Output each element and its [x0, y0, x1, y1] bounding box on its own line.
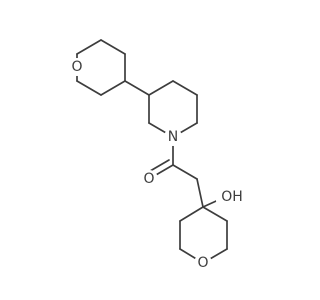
bond-pip-c3-c4 [148, 80, 174, 96]
bottom-ring-oxygen-label: O [197, 255, 208, 271]
top-ring-oxygen-label: O [71, 59, 82, 75]
bond-carbonyl-methylene [172, 164, 198, 180]
bond-pip-c4-c5 [172, 80, 198, 96]
bottom-ring-oxygen-label-bg [194, 254, 212, 272]
bond-bottom-ring-c5-c4 [202, 206, 228, 222]
top-ring-oxygen-label-bg [68, 58, 86, 76]
bond-bottom-ring-c4-c3 [179, 206, 204, 222]
bond-methylene-quaternary-carbon [196, 178, 204, 208]
carbonyl-oxygen-label: O [143, 171, 154, 187]
bond-ring-link [124, 80, 150, 96]
piperidine-nitrogen-label: N [168, 129, 178, 145]
bond-top-ring-c4-c5 [76, 80, 102, 96]
molecule-structure: O N O OH O [68, 39, 248, 272]
carbonyl-oxygen-label-bg [140, 170, 158, 188]
hydroxyl-label-bg [216, 188, 248, 206]
bond-top-ring-c1-c2 [100, 39, 126, 55]
bond-top-ring-c3-c4 [100, 80, 126, 96]
nitrogen-label-bg [164, 128, 182, 146]
hydroxyl-label: OH [221, 189, 243, 205]
bond-top-ring-o-c1 [76, 39, 102, 55]
